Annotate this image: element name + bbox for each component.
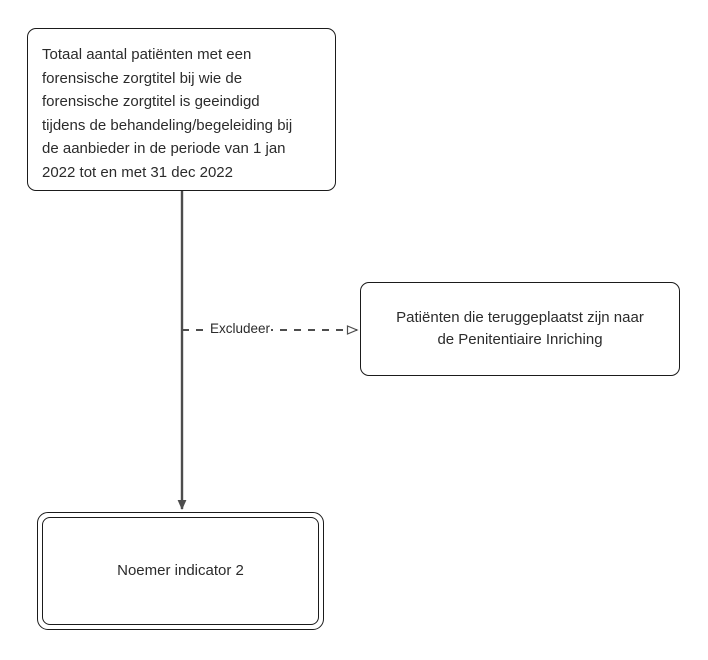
node-denominator-inner-border: Noemer indicator 2	[42, 517, 319, 625]
node-denominator-indicator-2[interactable]: Noemer indicator 2	[37, 512, 324, 630]
node-exclusion-criterion-label: Patiënten die teruggeplaatst zijn naar d…	[396, 309, 644, 348]
node-total-population[interactable]: Totaal aantal patiënten met een forensis…	[27, 28, 336, 191]
node-exclusion-criterion[interactable]: Patiënten die teruggeplaatst zijn naar d…	[360, 282, 680, 376]
node-total-population-label: Totaal aantal patiënten met een forensis…	[42, 46, 293, 181]
node-denominator-indicator-2-label: Noemer indicator 2	[117, 562, 244, 579]
edge-label-excludeer: Excludeer	[209, 321, 272, 337]
